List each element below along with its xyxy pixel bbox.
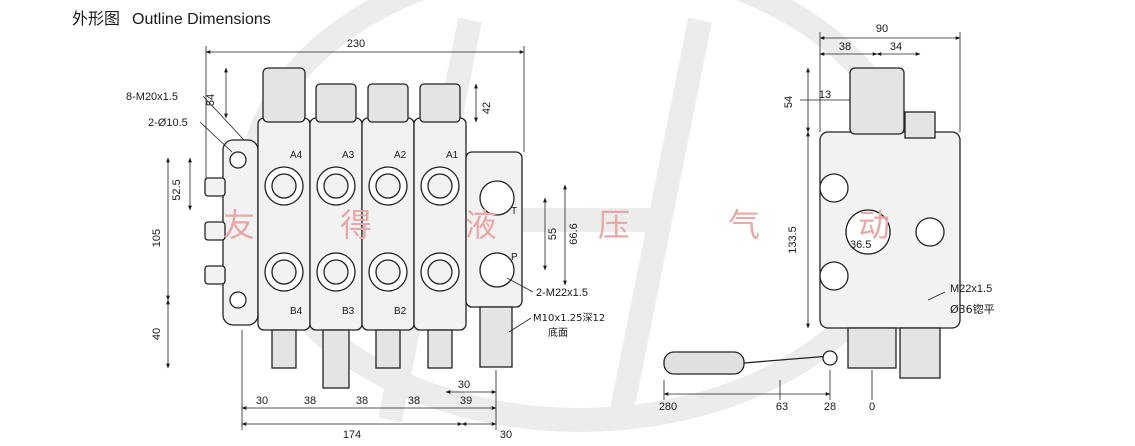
dim-knob-height: 42 bbox=[481, 102, 493, 114]
dim-height-133-5: 133.5 bbox=[787, 226, 799, 254]
relief-valve bbox=[479, 306, 513, 368]
dim-height-40: 40 bbox=[151, 328, 163, 340]
bottom-spool bbox=[375, 329, 401, 369]
dim-offset-13: 13 bbox=[819, 89, 831, 101]
note-threads-ports: 2-M22x1.5 bbox=[536, 287, 588, 299]
top-cap bbox=[419, 83, 461, 123]
handle-linkage bbox=[847, 327, 897, 369]
side-lower-fitting bbox=[899, 327, 941, 379]
port-a2: A2 bbox=[394, 150, 407, 161]
port-b2: B2 bbox=[394, 306, 407, 317]
dim-handle-0: 0 bbox=[869, 401, 875, 413]
valve-section-4 bbox=[257, 67, 311, 369]
side-cap bbox=[904, 111, 936, 139]
dim-width-90: 90 bbox=[876, 23, 888, 35]
front-dimension-lines bbox=[166, 46, 567, 430]
dim-width-34: 34 bbox=[890, 41, 902, 53]
dim-height-52-5: 52.5 bbox=[171, 179, 183, 200]
valve-section-3 bbox=[309, 83, 363, 389]
side-port-lower bbox=[819, 261, 849, 291]
dim-height-105: 105 bbox=[151, 229, 163, 247]
front-notes: 8-M20x1.5 2-Ø10.5 2-M22x1.5 M10x1.25深12 … bbox=[126, 91, 605, 339]
dim-bottom-30: 30 bbox=[256, 395, 268, 407]
dim-width-174: 174 bbox=[343, 429, 361, 441]
title-chinese: 外形图 bbox=[72, 9, 121, 28]
front-view bbox=[204, 67, 523, 389]
port-p-circle bbox=[479, 252, 515, 288]
dim-port-55: 55 bbox=[547, 228, 559, 240]
front-dimension-text: 230 54 42 52.5 105 40 55 66.6 30 38 38 3… bbox=[151, 38, 580, 441]
watermark-char-4: 压 bbox=[598, 206, 630, 244]
bottom-spool bbox=[271, 329, 297, 369]
dim-offset-30: 30 bbox=[458, 379, 470, 391]
left-port-lower bbox=[229, 291, 247, 309]
dim-port-66-6: 66.6 bbox=[568, 223, 580, 244]
side-fitting-3 bbox=[204, 265, 226, 285]
front-port-labels: A4 A3 A2 A1 B4 B3 B2 T P bbox=[290, 150, 518, 317]
dim-bottom-38-b: 38 bbox=[356, 395, 368, 407]
port-p-label: P bbox=[511, 252, 518, 263]
title-english: Outline Dimensions bbox=[132, 11, 271, 28]
dim-overall-width: 230 bbox=[347, 38, 365, 50]
dim-height-54: 54 bbox=[783, 96, 795, 108]
side-view bbox=[663, 67, 961, 379]
valve-section-2 bbox=[361, 83, 415, 369]
note-holes: 2-Ø10.5 bbox=[148, 117, 188, 129]
note-bottom-thread: M10x1.25深12 bbox=[533, 312, 605, 324]
left-port-upper bbox=[229, 151, 247, 169]
watermark-char-3: 液 bbox=[465, 206, 497, 244]
valve-section-1 bbox=[413, 83, 467, 369]
dim-width-38: 38 bbox=[839, 41, 851, 53]
handle-grip bbox=[663, 351, 745, 375]
dim-right-30: 30 bbox=[500, 429, 512, 441]
port-b4: B4 bbox=[290, 306, 303, 317]
side-dimension-lines bbox=[663, 32, 961, 400]
top-actuator bbox=[262, 67, 306, 123]
dim-bottom-38-c: 38 bbox=[408, 395, 420, 407]
page-title: 外形图 Outline Dimensions bbox=[72, 5, 271, 29]
port-a3: A3 bbox=[342, 150, 355, 161]
side-actuator bbox=[849, 67, 905, 135]
side-port-upper bbox=[819, 173, 849, 203]
handle-pivot bbox=[822, 350, 838, 366]
watermark-char-2: 得 bbox=[340, 206, 372, 244]
dim-top-spool: 54 bbox=[205, 94, 217, 106]
side-fitting-1 bbox=[204, 177, 226, 197]
side-fitting-2 bbox=[204, 221, 226, 241]
port-b3: B3 bbox=[342, 306, 355, 317]
port-t-circle bbox=[479, 180, 515, 216]
dim-handle-28: 28 bbox=[824, 401, 836, 413]
dim-bottom-38-a: 38 bbox=[304, 395, 316, 407]
dim-bottom-39: 39 bbox=[460, 395, 472, 407]
watermark-char-6: 动 bbox=[858, 206, 890, 244]
port-a4: A4 bbox=[290, 150, 303, 161]
port-t-label: T bbox=[511, 206, 517, 217]
note-spot-face: Ø36锪平 bbox=[950, 303, 995, 316]
side-right-port bbox=[915, 217, 945, 247]
watermark-char-1: 友 bbox=[223, 206, 255, 244]
dim-handle-63: 63 bbox=[776, 401, 788, 413]
side-center-bore bbox=[845, 209, 891, 255]
top-cap bbox=[367, 83, 409, 123]
side-dimension-text: 90 38 34 54 13 133.5 36.5 280 63 28 0 M2… bbox=[659, 23, 995, 413]
top-cap bbox=[315, 83, 357, 123]
dim-dia-36-5: 36.5 bbox=[850, 239, 871, 251]
note-threads-inlet: 8-M20x1.5 bbox=[126, 91, 178, 103]
bottom-spool bbox=[427, 329, 453, 369]
note-bottom-face: 底面 bbox=[548, 326, 568, 339]
port-a1: A1 bbox=[446, 150, 459, 161]
bottom-spool bbox=[322, 329, 350, 389]
watermark-text: 友 得 液 压 气 动 bbox=[223, 206, 890, 244]
dim-handle-280: 280 bbox=[659, 401, 677, 413]
watermark-char-5: 气 bbox=[728, 206, 760, 244]
note-side-thread: M22x1.5 bbox=[950, 283, 992, 295]
